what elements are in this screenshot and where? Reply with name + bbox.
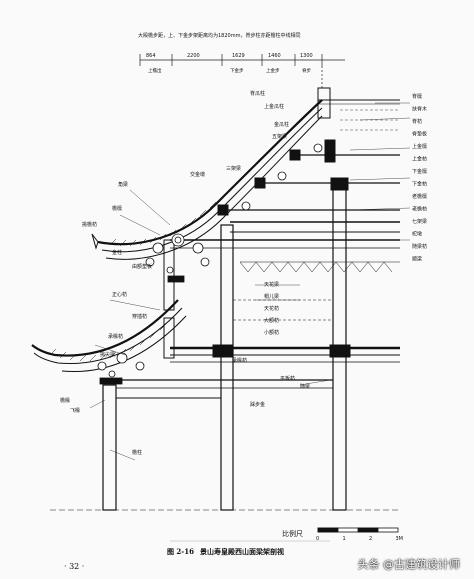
leader-lines	[89, 102, 411, 461]
label-left: 檐柱	[132, 449, 142, 456]
figure-caption: 图 2-16 景山寿皇殿西山面梁架剖视	[167, 547, 290, 557]
top-dimension-sublabel: 上檐出	[148, 67, 162, 74]
label-center: 踩步金	[250, 401, 265, 408]
label-left: 由额垫板	[132, 263, 152, 270]
label-right: 脊枋	[412, 118, 422, 125]
scale-label: 比例尺	[282, 530, 303, 538]
scale-tick-label: 3M	[396, 536, 404, 542]
label-right: 老檐枋	[412, 206, 427, 213]
label-center: 天花梁	[264, 281, 279, 288]
label-left: 正心枋	[112, 291, 127, 298]
label-right: 上金檩	[412, 143, 427, 150]
label-left: 穿插枋	[132, 313, 147, 320]
label-left: 飞椽	[70, 407, 80, 414]
figure-number: 图 2-16	[167, 547, 194, 556]
scale-bar	[317, 527, 399, 533]
label-left: 角梁	[118, 181, 128, 188]
label-center: 大额枋	[264, 317, 279, 324]
top-dimension-value: 2200	[187, 53, 200, 59]
scale-bar-ticks: 0 1 2 3M	[316, 536, 403, 542]
label-right: 顺梁	[412, 256, 422, 263]
label-right: 扶脊木	[412, 106, 427, 113]
ridge-structure	[217, 87, 400, 233]
watermark: 头条 @古建筑设计师	[357, 558, 461, 571]
label-left: 承椽枋	[108, 333, 123, 340]
label-right: 脊檩	[412, 93, 422, 100]
top-dimension-line	[139, 54, 345, 90]
label-center: 交金墩	[190, 171, 205, 178]
label-center: 小额枋	[264, 329, 279, 336]
figure-title: 景山寿皇殿西山面梁架剖视	[199, 547, 284, 556]
bracket-sets	[97, 143, 323, 385]
label-center: 五架梁	[272, 133, 287, 140]
label-right: 柁墩	[412, 231, 422, 238]
label-center: 天花枋	[264, 305, 279, 312]
label-center: 上金瓜柱	[264, 103, 284, 110]
label-right: 老檐檩	[412, 193, 427, 200]
top-dimension-sublabel: 上金步	[266, 67, 280, 74]
top-dimension-value: 1300	[300, 53, 313, 59]
label-center: 承椽枋	[232, 357, 247, 364]
top-dimension-value: 864	[146, 53, 156, 59]
top-dimension-sublabel: 下金步	[230, 67, 244, 74]
columns	[102, 177, 349, 511]
top-dimension-values: 864 2200 1629 1460 1300 上檐出 下金步 上金步 脊步	[146, 53, 313, 74]
label-left: 挑檐枋	[82, 221, 97, 228]
top-dimension-value: 1629	[232, 53, 245, 59]
top-dimension-sublabel: 脊步	[302, 67, 311, 74]
label-right: 上金枋	[412, 156, 427, 163]
label-right: 脊垫板	[412, 131, 427, 138]
label-center: 三架梁	[226, 165, 241, 172]
label-right: 七架梁	[412, 218, 427, 225]
label-center: 随梁	[300, 383, 310, 390]
label-left: 檐檩	[112, 205, 122, 212]
label-right: 下金枋	[412, 181, 427, 188]
roof-rafters	[31, 99, 323, 373]
center-labels: 脊瓜柱上金瓜柱金瓜柱五架梁三架梁天花梁帽儿梁天花枋大额枋小额枋承椽枋平板枋随梁踩…	[190, 90, 310, 408]
label-left: 檐椽	[60, 397, 70, 404]
label-left: 挑尖梁	[100, 351, 115, 358]
page-number: · 32 ·	[64, 562, 85, 571]
label-center: 平板枋	[280, 375, 295, 382]
label-left: 金柱	[112, 249, 122, 256]
label-center: 金瓜柱	[274, 121, 289, 128]
top-dimension-note: 大殿檐步距，上、下金步架距离均为1820mm，脊步柱亦距檐柱中线相同	[138, 32, 300, 39]
top-dimension-value: 1460	[268, 53, 281, 59]
label-right: 随梁枋	[412, 243, 427, 250]
scale-tick-label: 2	[369, 536, 372, 542]
scale-tick-label: 1	[343, 536, 346, 542]
label-right: 下金檩	[412, 168, 427, 175]
label-center: 帽儿梁	[264, 293, 279, 300]
scale-tick-label: 0	[316, 536, 319, 542]
label-center: 脊瓜柱	[250, 90, 265, 97]
